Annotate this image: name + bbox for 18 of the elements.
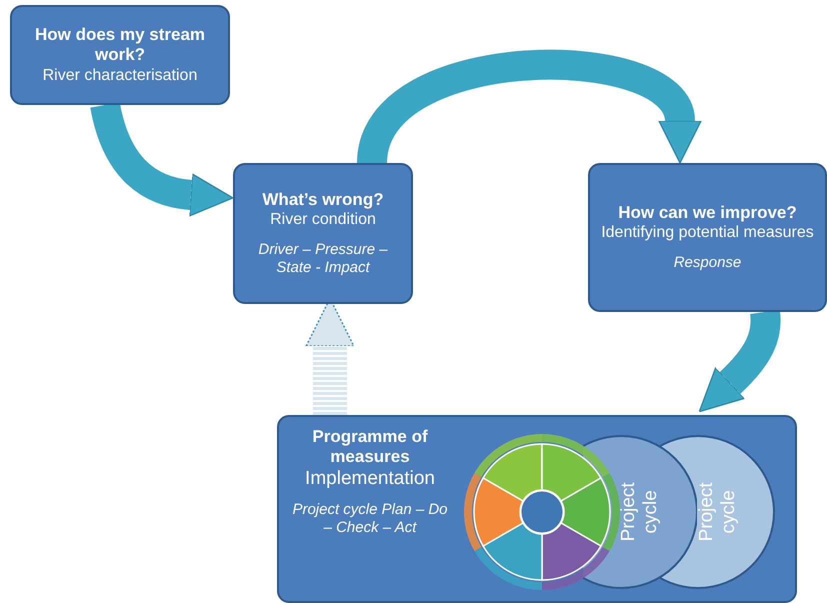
curved-arrow: [699, 310, 781, 413]
box-heading: Programme of measures: [311, 427, 429, 468]
box-text: Identifying potential measures: [601, 223, 814, 242]
question-heading: How does my stream work?: [34, 25, 206, 66]
question-heading: How can we improve?: [618, 202, 797, 224]
box-note: Driver – Pressure – State - Impact: [257, 241, 389, 278]
box-note: Response: [674, 254, 742, 272]
process-box: [233, 163, 413, 304]
cycle-label: Project cycle: [618, 481, 662, 544]
box-text: Implementation: [304, 468, 436, 491]
box-note: Project cycle Plan – Do – Check – Act: [291, 500, 449, 537]
question-heading: What’s wrong?: [262, 190, 384, 210]
cycle-label: Project cycle: [696, 481, 740, 544]
process-box: [277, 415, 797, 603]
process-box: [10, 5, 230, 105]
box-text: River characterisation: [42, 66, 198, 85]
process-box: [588, 163, 827, 312]
box-text: River condition: [270, 210, 376, 230]
